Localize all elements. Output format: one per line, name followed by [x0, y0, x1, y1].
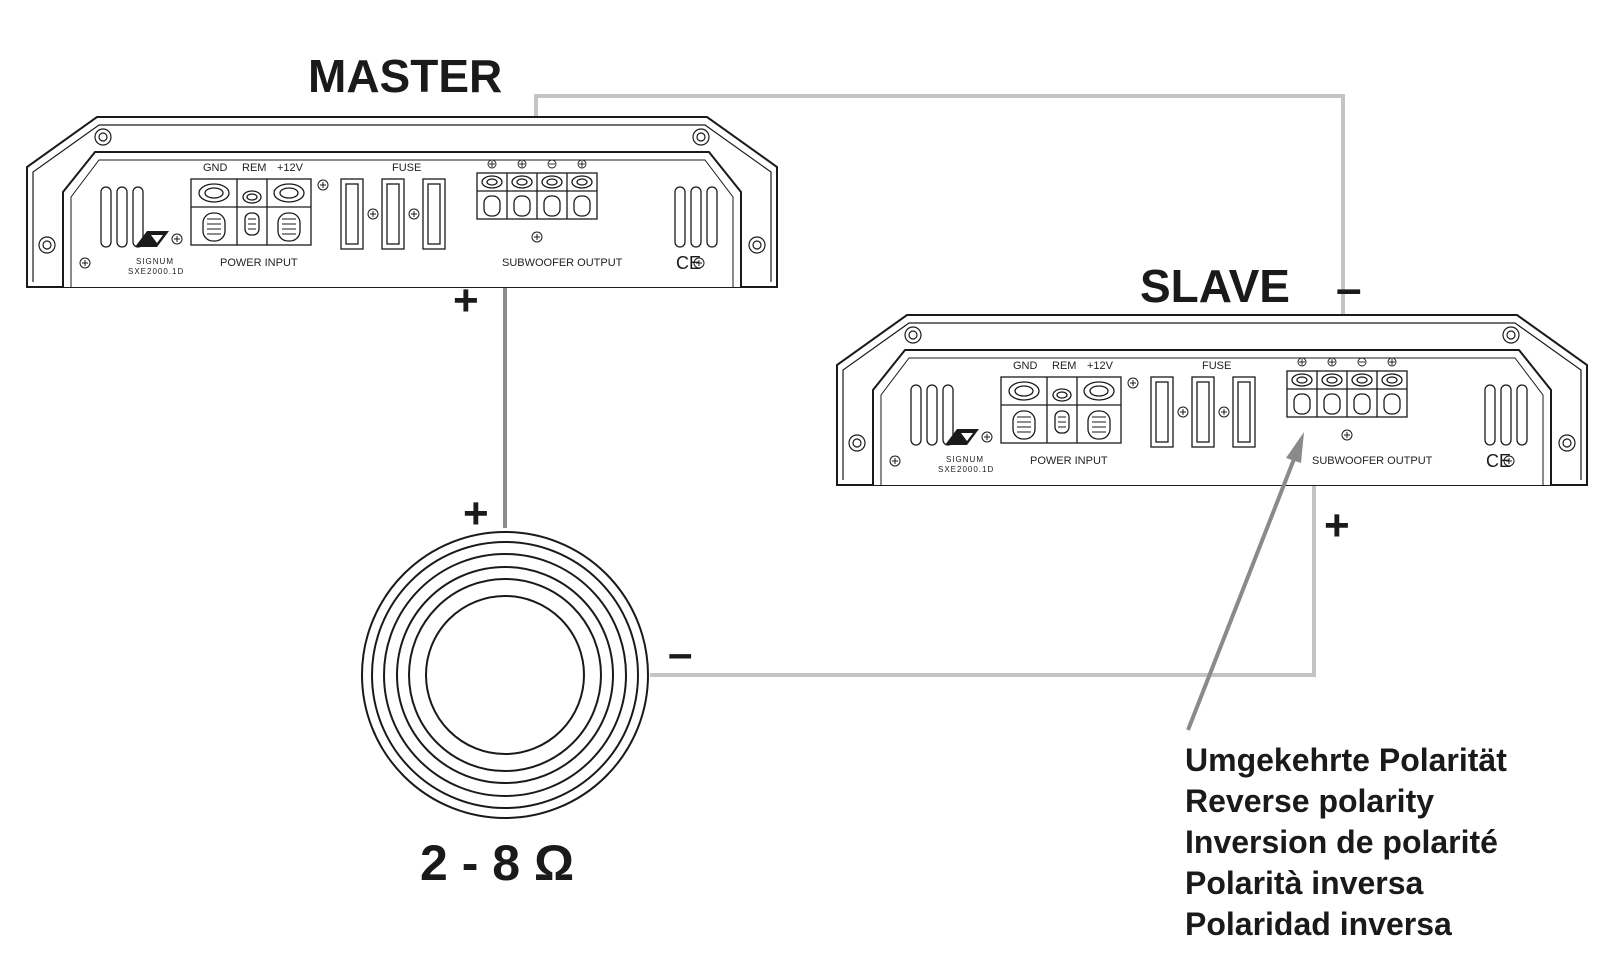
polarity-arrow: [1186, 432, 1304, 731]
note-line-es: Polaridad inversa: [1185, 906, 1452, 942]
master-title: MASTER: [308, 50, 502, 102]
slave-amplifier: SLAVE – GND REM +12V FUSE POWER INPUT SU…: [836, 260, 1588, 550]
slave-rem-label: REM: [1052, 360, 1076, 372]
master-ce-mark: CE: [676, 253, 701, 273]
master-rem-label: REM: [242, 162, 266, 174]
note-line-de: Umgekehrte Polarität: [1185, 742, 1507, 778]
master-gnd-label: GND: [203, 162, 228, 174]
note-line-fr: Inversion de polarité: [1185, 824, 1498, 860]
note-line-it: Polarità inversa: [1185, 865, 1424, 901]
slave-ce-mark: CE: [1486, 451, 1511, 471]
master-power-input-label: POWER INPUT: [220, 257, 298, 269]
master-amplifier: MASTER GND REM +12V FUSE POWER INPUT SUB…: [26, 50, 778, 325]
slave-subwoofer-output-label: SUBWOOFER OUTPUT: [1312, 455, 1433, 467]
master-plus-sign: +: [453, 276, 479, 325]
slave-brand-label: SIGNUM: [946, 455, 984, 464]
slave-12v-label: +12V: [1087, 360, 1114, 372]
master-12v-label: +12V: [277, 162, 304, 174]
reverse-polarity-notes: Umgekehrte Polarität Reverse polarity In…: [1185, 740, 1507, 945]
speaker-impedance: 2 - 8 Ω: [420, 835, 574, 891]
speaker-plus-sign: +: [463, 489, 489, 538]
subwoofer-speaker: [361, 531, 649, 819]
slave-fuse-label: FUSE: [1202, 360, 1231, 372]
slave-title: SLAVE: [1140, 260, 1290, 312]
master-subwoofer-output-label: SUBWOOFER OUTPUT: [502, 257, 623, 269]
master-fuse-label: FUSE: [392, 162, 421, 174]
wire-speaker-minus-to-slave-plus: [650, 400, 1316, 677]
speaker-minus-sign: –: [668, 629, 692, 678]
master-brand-label: SIGNUM: [136, 257, 174, 266]
note-line-en: Reverse polarity: [1185, 783, 1435, 819]
master-model-label: SXE2000.1D: [128, 267, 184, 276]
slave-minus-sign: –: [1336, 262, 1362, 314]
slave-model-label: SXE2000.1D: [938, 465, 994, 474]
slave-power-input-label: POWER INPUT: [1030, 455, 1108, 467]
slave-plus-sign: +: [1324, 501, 1350, 550]
slave-gnd-label: GND: [1013, 360, 1038, 372]
